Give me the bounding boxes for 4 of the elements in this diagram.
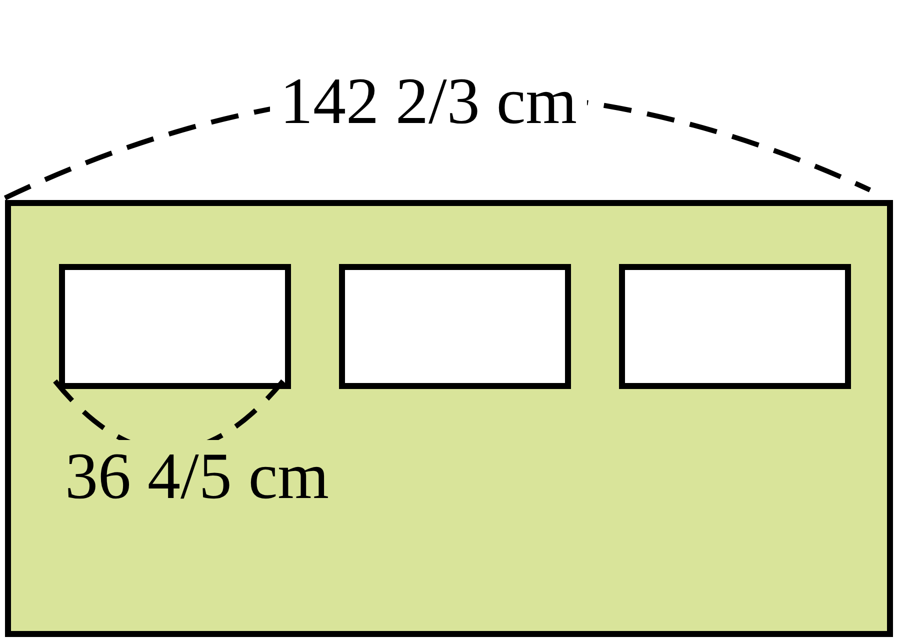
outer-rectangle (5, 200, 893, 637)
inner-rectangle (619, 264, 851, 389)
inner-rectangle (339, 264, 571, 389)
inner-rectangle (59, 264, 291, 389)
